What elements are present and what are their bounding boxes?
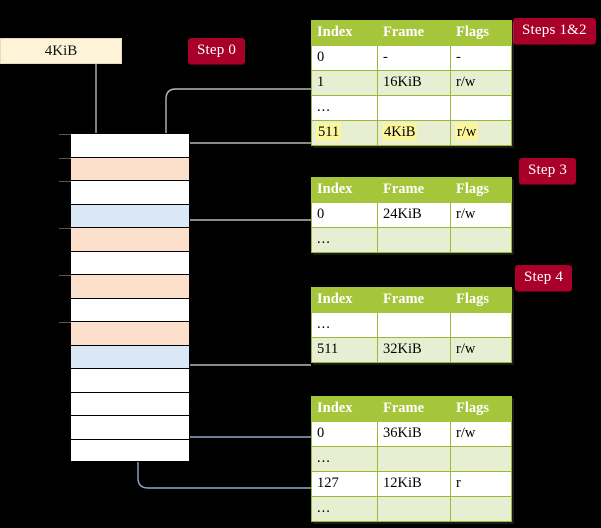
cell-index: ... xyxy=(311,227,378,253)
column-header-frame: Frame xyxy=(377,396,451,422)
memory-frame-row xyxy=(70,250,190,274)
cell-flags: - xyxy=(450,45,512,71)
cell-flags xyxy=(450,496,512,522)
cell-index: 1 xyxy=(311,70,378,96)
cell-index: 127 xyxy=(311,471,378,497)
table-row[interactable]: ... xyxy=(311,227,512,253)
column-header-flags: Flags xyxy=(450,20,512,46)
memory-row-tick xyxy=(59,134,71,135)
table-row[interactable]: 0-- xyxy=(311,45,512,71)
table-row[interactable]: 511 4KiB r/w xyxy=(311,120,512,146)
highlighted-value: 511 xyxy=(317,124,341,140)
highlighted-value: 4KiB xyxy=(383,124,417,140)
memory-frame-row xyxy=(70,344,190,368)
memory-frame-row xyxy=(59,227,190,251)
wire-step3 xyxy=(169,219,311,297)
column-header-index: Index xyxy=(311,20,378,46)
cell-flags: r/w xyxy=(450,421,512,447)
wire-step4 xyxy=(173,317,311,366)
cell-index: ... xyxy=(311,95,378,121)
cell-frame xyxy=(377,446,451,472)
memory-frame-row xyxy=(59,180,190,204)
memory-row-tick xyxy=(59,275,71,276)
cell-frame: 36KiB xyxy=(377,421,451,447)
memory-frame-row xyxy=(70,391,190,415)
cell-frame xyxy=(377,312,451,338)
cell-flags: r/w xyxy=(450,202,512,228)
cell-index: ... xyxy=(311,446,378,472)
cell-frame: 32KiB xyxy=(377,337,451,363)
cell-frame: 24KiB xyxy=(377,202,451,228)
cell-flags xyxy=(450,446,512,472)
memory-row-tick xyxy=(59,157,71,159)
memory-frame-row xyxy=(70,415,190,439)
cell-index: 0 xyxy=(311,202,378,228)
column-header-frame: Frame xyxy=(377,20,451,46)
cell-index: ... xyxy=(311,312,378,338)
cell-frame xyxy=(377,95,451,121)
cell-frame: 16KiB xyxy=(377,70,451,96)
column-header-flags: Flags xyxy=(450,287,512,313)
memory-frame-row xyxy=(59,133,190,157)
cell-frame xyxy=(377,227,451,253)
badge-step4: Step 4 xyxy=(515,265,573,291)
column-header-flags: Flags xyxy=(450,177,512,203)
memory-frame-row xyxy=(70,368,190,392)
cell-index: 511 xyxy=(311,120,378,146)
cell-flags: r xyxy=(450,471,512,497)
memory-row-tick xyxy=(59,322,71,323)
badge-step0: Step 0 xyxy=(188,38,246,64)
cell-frame: - xyxy=(377,45,451,71)
memory-frame-row xyxy=(70,297,190,321)
memory-frame-row xyxy=(59,274,190,298)
cell-index: 0 xyxy=(311,421,378,447)
memory-frame-row xyxy=(70,438,190,462)
column-header-index: Index xyxy=(311,287,378,313)
memory-frame-row xyxy=(70,203,190,227)
memory-frame-row xyxy=(59,156,190,180)
column-header-index: Index xyxy=(311,177,378,203)
badge-step3: Step 3 xyxy=(519,158,577,184)
cell-flags xyxy=(450,227,512,253)
table-row[interactable]: ... xyxy=(311,496,512,522)
cell-index: ... xyxy=(311,496,378,522)
request-box: 4KiB xyxy=(0,38,122,64)
cell-flags: r/w xyxy=(450,70,512,96)
request-label: 4KiB xyxy=(44,42,78,59)
badge-steps-1-2: Steps 1&2 xyxy=(513,18,596,44)
cell-frame: 4KiB xyxy=(377,120,451,146)
cell-index: 0 xyxy=(311,45,378,71)
column-header-frame: Frame xyxy=(377,287,451,313)
column-header-flags: Flags xyxy=(450,396,512,422)
cell-flags: r/w xyxy=(450,337,512,363)
cell-index: 511 xyxy=(311,337,378,363)
memory-frame-row xyxy=(59,321,190,345)
memory-row-tick xyxy=(59,228,71,229)
cell-flags: r/w xyxy=(450,120,512,146)
highlighted-value: r/w xyxy=(456,124,478,140)
table-row[interactable]: ... xyxy=(311,446,512,472)
cell-flags xyxy=(450,312,512,338)
column-header-frame: Frame xyxy=(377,177,451,203)
cell-flags xyxy=(450,95,512,121)
column-header-index: Index xyxy=(311,396,378,422)
cell-frame xyxy=(377,496,451,522)
memory-row-tick xyxy=(59,181,71,182)
physical-memory-column xyxy=(59,133,190,462)
cell-frame: 12KiB xyxy=(377,471,451,497)
table-row[interactable]: ... xyxy=(311,312,512,338)
table-row[interactable]: ... xyxy=(311,95,512,121)
